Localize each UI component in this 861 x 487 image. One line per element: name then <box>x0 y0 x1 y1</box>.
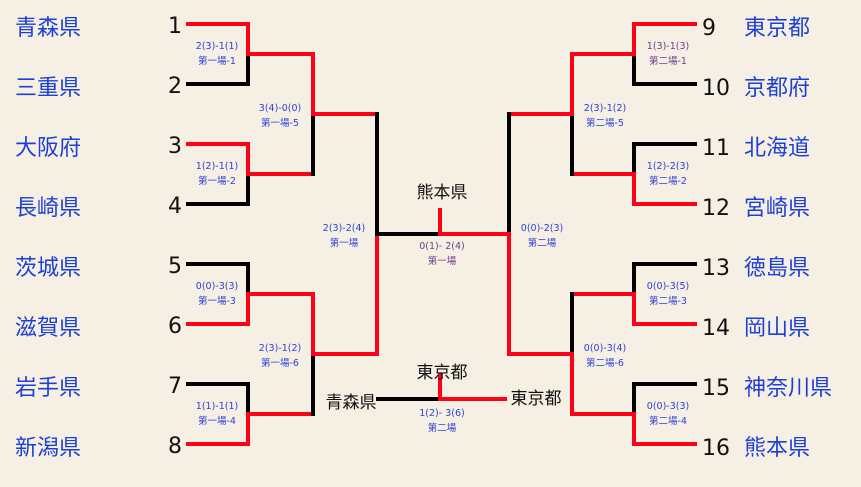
match-result: 2(3)-2(4)第一場 <box>322 223 366 249</box>
match-result: 1(3)-1(3)第二場-1 <box>646 41 690 67</box>
team-name: 新潟県 <box>15 436 82 461</box>
seed-number: 2 <box>168 74 182 99</box>
team-name: 神奈川県 <box>744 376 833 401</box>
third-place-winner: 東京都 <box>416 363 468 383</box>
seed-number: 9 <box>702 16 716 41</box>
match-result: 1(2)-2(3)第二場-2 <box>646 161 690 187</box>
match-result: 1(1)-1(1)第一場-4 <box>195 401 239 427</box>
match-result: 2(3)-1(1)第一場-1 <box>195 41 239 67</box>
final-result: 0(1)- 2(4)第一場 <box>419 241 465 267</box>
seed-number: 5 <box>168 254 182 279</box>
match-result: 0(0)-2(3)第二場 <box>520 223 564 249</box>
seed-number: 1 <box>168 14 182 39</box>
seed-number: 16 <box>702 436 730 461</box>
team-name: 宮崎県 <box>744 196 811 221</box>
team-name: 滋賀県 <box>15 316 82 341</box>
match-result: 3(4)-0(0)第一場-5 <box>258 103 302 129</box>
seed-number: 6 <box>168 314 182 339</box>
match-result: 0(0)-3(3)第一場-3 <box>195 281 239 307</box>
third-place-right: 東京都 <box>510 389 562 409</box>
team-name: 京都府 <box>744 76 811 101</box>
team-name: 北海道 <box>744 136 811 161</box>
match-result: 0(0)-3(4)第二場-6 <box>583 343 627 369</box>
match-result: 2(3)-1(2)第二場-5 <box>583 103 627 129</box>
third-place-result: 1(2)- 3(6)第二場 <box>419 408 465 434</box>
seed-number: 8 <box>168 434 182 459</box>
match-result: 2(3)-1(2)第一場-6 <box>258 343 302 369</box>
team-name: 岩手県 <box>15 376 82 401</box>
team-name: 東京都 <box>744 16 811 41</box>
match-result: 0(0)-3(3)第二場-4 <box>646 401 690 427</box>
team-name: 茨城県 <box>15 256 82 281</box>
seed-number: 15 <box>702 376 730 401</box>
team-name: 青森県 <box>15 16 82 41</box>
champion-name: 熊本県 <box>416 183 468 203</box>
seed-number: 7 <box>168 374 182 399</box>
team-name: 三重県 <box>15 76 82 101</box>
seed-number: 11 <box>702 136 730 161</box>
team-name: 長崎県 <box>15 196 82 221</box>
seed-number: 3 <box>168 134 182 159</box>
team-name: 大阪府 <box>15 136 82 161</box>
seed-number: 10 <box>702 76 730 101</box>
match-result: 0(0)-3(5)第二場-3 <box>646 281 690 307</box>
match-result: 1(2)-1(1)第一場-2 <box>195 161 239 187</box>
seed-number: 13 <box>702 256 730 281</box>
third-place-left: 青森県 <box>325 393 377 413</box>
team-name: 岡山県 <box>744 316 811 341</box>
seed-number: 4 <box>168 194 182 219</box>
seed-number: 12 <box>702 196 730 221</box>
seed-number: 14 <box>702 316 730 341</box>
team-name: 熊本県 <box>744 436 811 461</box>
team-name: 徳島県 <box>744 256 811 281</box>
